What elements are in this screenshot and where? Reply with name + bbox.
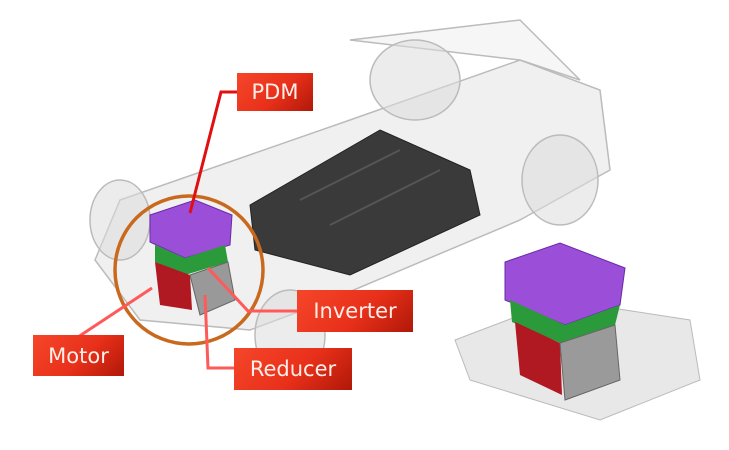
highlight-circle <box>113 194 265 346</box>
motor-leader <box>77 286 153 339</box>
battery-pack <box>249 129 481 276</box>
inverter-label: Inverter <box>297 290 413 332</box>
motor-label: Motor <box>33 335 124 376</box>
pdm-label: PDM <box>237 73 313 111</box>
reducer-leader <box>203 294 234 370</box>
leader-lines <box>77 90 297 370</box>
inverter-leader <box>206 266 297 313</box>
reducer-label: Reducer <box>234 348 352 390</box>
main-powertrain <box>149 199 236 316</box>
pdm-leader <box>188 90 237 214</box>
detail-powertrain <box>504 242 626 401</box>
